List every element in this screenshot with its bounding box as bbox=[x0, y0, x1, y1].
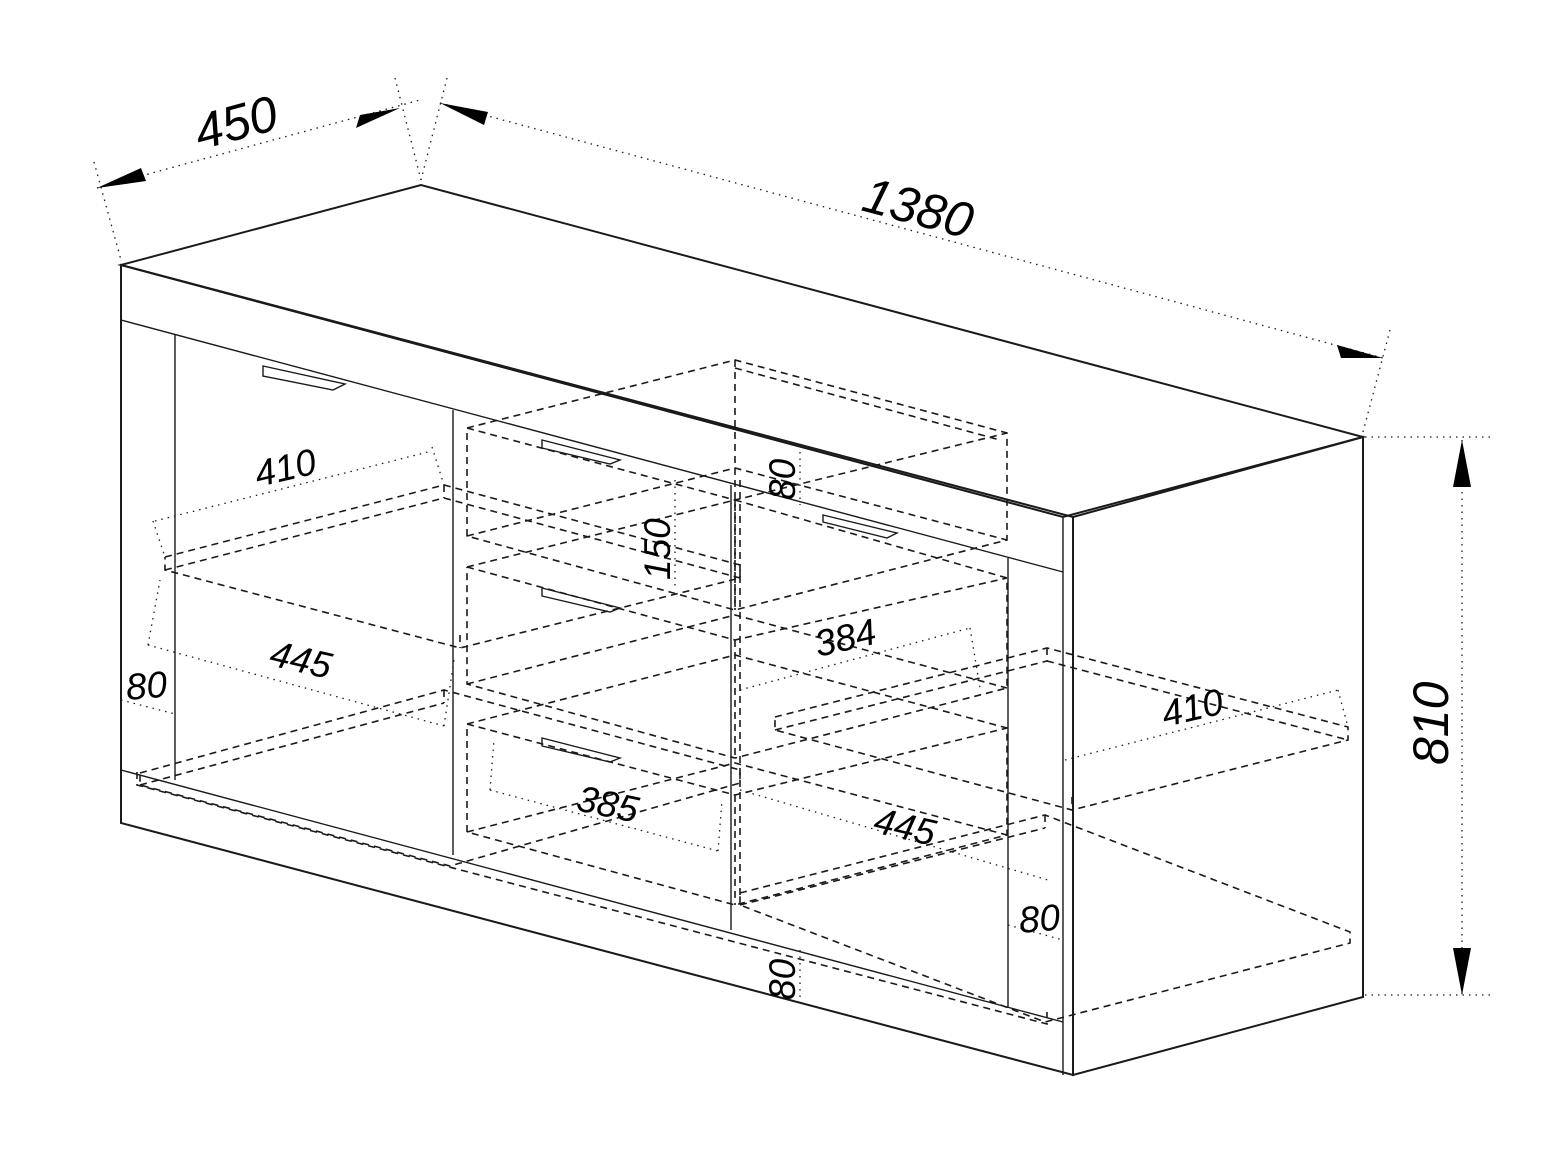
label-right-lower-shelf-depth: 445 bbox=[870, 800, 940, 854]
dimension-labels: 450 1380 810 410 445 80 150 80 385 384 4… bbox=[124, 85, 1459, 1000]
label-drawer-front-height: 150 bbox=[637, 518, 678, 580]
top-panel-front-edge bbox=[130, 267, 1064, 518]
label-width-overall: 1380 bbox=[857, 167, 979, 250]
right-door-handle bbox=[822, 514, 900, 539]
label-plinth-height: 80 bbox=[762, 958, 803, 1000]
label-depth-overall: 450 bbox=[188, 85, 283, 161]
top-panel-lower-edge bbox=[120, 319, 1064, 573]
label-right-drawer-width: 384 bbox=[811, 611, 880, 665]
plinth-back bbox=[136, 772, 1048, 1026]
dimension-lines bbox=[93, 77, 1492, 1005]
label-right-side-thickness: 80 bbox=[1017, 897, 1062, 941]
middle-drawer-handle bbox=[541, 587, 623, 613]
label-left-upper-shelf-depth: 410 bbox=[251, 441, 321, 495]
depth-arrow-right bbox=[356, 108, 400, 128]
label-bottom-drawer-width: 385 bbox=[573, 778, 642, 831]
label-left-lower-shelf-depth: 445 bbox=[266, 633, 336, 687]
middle-drawer-box bbox=[466, 499, 1008, 759]
label-left-side-thickness: 80 bbox=[124, 664, 169, 708]
height-arrow-bottom bbox=[1453, 948, 1471, 995]
label-top-rail-height: 80 bbox=[762, 458, 803, 500]
hidden-internals bbox=[136, 359, 1351, 1026]
label-right-upper-shelf-depth: 410 bbox=[1158, 681, 1228, 735]
width-arrow-right bbox=[1337, 345, 1383, 358]
lower-drawer-box bbox=[466, 654, 1008, 906]
height-arrow-top bbox=[1453, 440, 1471, 487]
right-upper-shelf bbox=[774, 647, 1349, 811]
upper-drawer-handle bbox=[541, 439, 623, 465]
front-face bbox=[120, 263, 1074, 1077]
width-arrow-left bbox=[440, 103, 488, 125]
plinth-top-edge bbox=[120, 769, 1064, 1023]
left-lower-shelf bbox=[139, 689, 741, 867]
label-height-overall: 810 bbox=[1403, 681, 1459, 765]
left-door-handle bbox=[262, 365, 348, 391]
cabinet-outline bbox=[117, 183, 1367, 1077]
right-side-face bbox=[1072, 435, 1364, 1077]
depth-arrow-left bbox=[97, 168, 146, 188]
lower-drawer-handle bbox=[541, 737, 623, 763]
